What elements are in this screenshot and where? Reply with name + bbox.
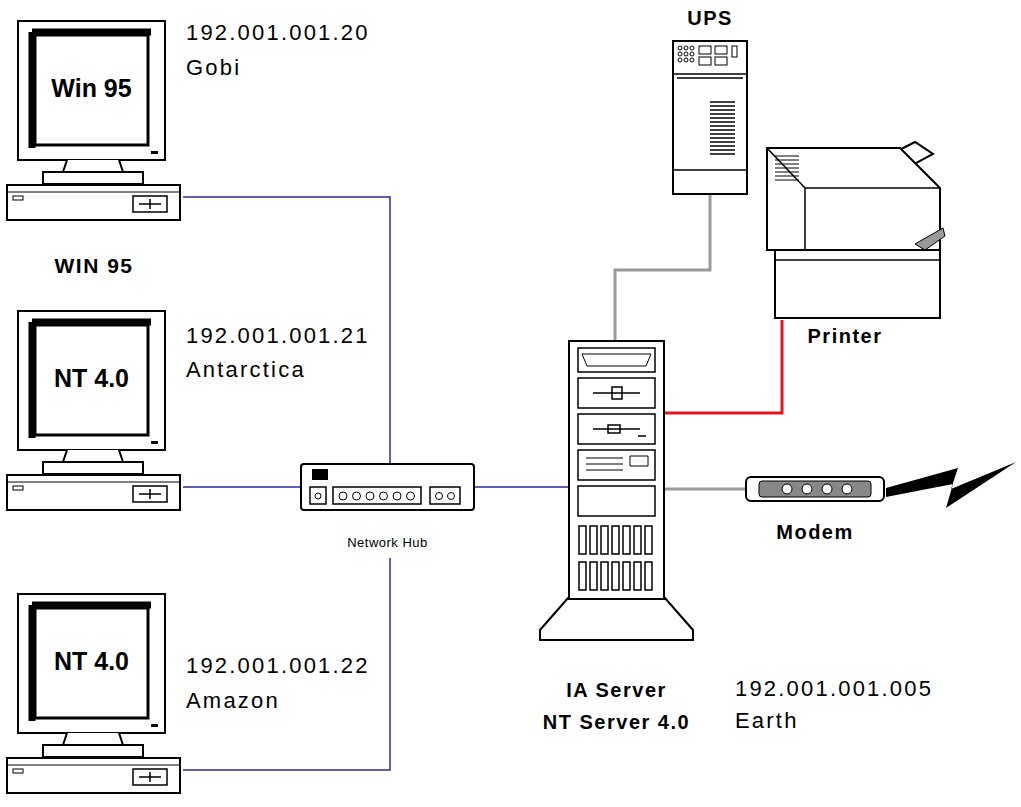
cable [615,195,710,340]
device-name: IA Server [523,678,710,702]
workstation: Win 95 WIN 95 [5,20,183,282]
ip-address: 192.001.001.21 [186,323,370,349]
ip-address: 192.001.001.005 [735,676,933,702]
host-name: Antarctica [186,357,306,383]
printer: Printer [765,140,945,320]
device-name: Printer [785,324,905,348]
os-caption: NT Server 4.0 [523,710,710,734]
printer-icon [765,140,945,320]
ip-address: 192.001.001.22 [186,653,370,679]
host-name: Earth [735,708,799,734]
network-hub-icon [300,463,475,511]
modem: Modem [745,476,885,502]
modem-icon [745,476,885,502]
workstation-icon [5,593,183,793]
server-tower-icon [568,340,665,640]
screen-label: Win 95 [35,73,148,103]
workstation: NT 4.0 [5,310,183,510]
workstation-icon [5,310,183,510]
screen-label: NT 4.0 [35,363,148,393]
device-name: UPS [660,6,760,30]
network-hub: Network Hub [300,463,475,558]
cable [183,197,390,463]
cable [183,486,300,488]
device-name: Modem [745,520,885,544]
host-name: Gobi [186,55,241,81]
os-caption: WIN 95 [5,253,183,278]
host-name: Amazon [186,688,280,714]
device-name: Network Hub [300,535,475,551]
cable [665,488,745,491]
ups: UPS [672,40,748,195]
cable [665,320,782,413]
server: IA ServerNT Server 4.0 [568,340,665,640]
screen-label: NT 4.0 [35,646,148,676]
workstation-icon [5,20,183,220]
cable [183,558,390,770]
ip-address: 192.001.001.20 [186,20,370,46]
cable [475,486,568,488]
ups-icon [672,40,748,195]
lightning-bolt [886,462,1016,508]
workstation: NT 4.0 [5,593,183,793]
